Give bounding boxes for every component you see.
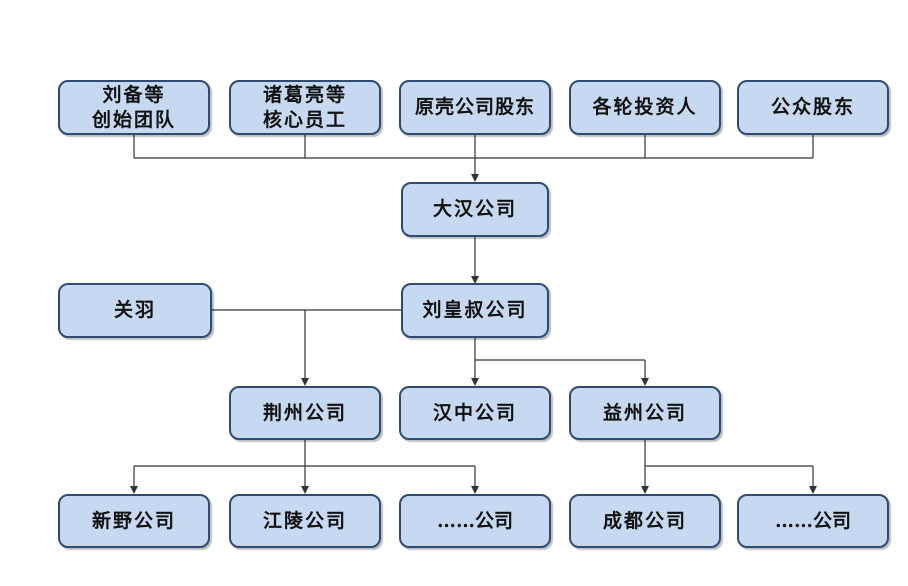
- node-original-shareholders: 原壳公司股东: [399, 80, 551, 135]
- node-others-jingzhou: ……公司: [399, 494, 551, 548]
- node-liuhuangshu-label: 刘皇叔公司: [422, 299, 528, 321]
- node-founders-line1: 刘备等: [102, 83, 166, 106]
- node-yizhou: 益州公司: [569, 386, 721, 440]
- node-xinye-label: 新野公司: [91, 509, 176, 532]
- node-jiangling-label: 江陵公司: [262, 509, 347, 532]
- node-public-shareholders: 公众股东: [737, 80, 889, 135]
- node-xinye: 新野公司: [58, 494, 210, 548]
- node-chengdu: 成都公司: [569, 494, 721, 548]
- node-core-staff-line2: 核心员工: [262, 108, 347, 131]
- node-founders: 刘备等 创始团队: [58, 80, 210, 135]
- node-others-jingzhou-label: ……公司: [436, 509, 513, 532]
- node-jingzhou: 荆州公司: [229, 386, 381, 440]
- node-investors-label: 各轮投资人: [592, 96, 698, 118]
- node-public-shareholders-label: 公众股东: [770, 96, 855, 118]
- node-jiangling: 江陵公司: [229, 494, 381, 548]
- node-hanzhong: 汉中公司: [399, 386, 551, 440]
- node-yizhou-label: 益州公司: [602, 401, 687, 424]
- node-original-shareholders-label: 原壳公司股东: [414, 96, 535, 118]
- node-core-staff-line1: 诸葛亮等: [262, 83, 347, 106]
- node-core-staff: 诸葛亮等 核心员工: [229, 80, 381, 135]
- node-dahan: 大汉公司: [401, 182, 549, 237]
- node-guanyu-label: 关羽: [113, 299, 156, 321]
- node-others-yizhou-label: ……公司: [774, 509, 851, 532]
- node-founders-line2: 创始团队: [91, 108, 176, 131]
- node-liuhuangshu: 刘皇叔公司: [401, 283, 549, 338]
- node-hanzhong-label: 汉中公司: [432, 401, 517, 424]
- node-jingzhou-label: 荆州公司: [262, 401, 347, 424]
- node-dahan-label: 大汉公司: [432, 198, 517, 220]
- node-investors: 各轮投资人: [569, 80, 721, 135]
- node-others-yizhou: ……公司: [737, 494, 889, 548]
- node-chengdu-label: 成都公司: [602, 509, 687, 532]
- node-guanyu: 关羽: [58, 283, 212, 338]
